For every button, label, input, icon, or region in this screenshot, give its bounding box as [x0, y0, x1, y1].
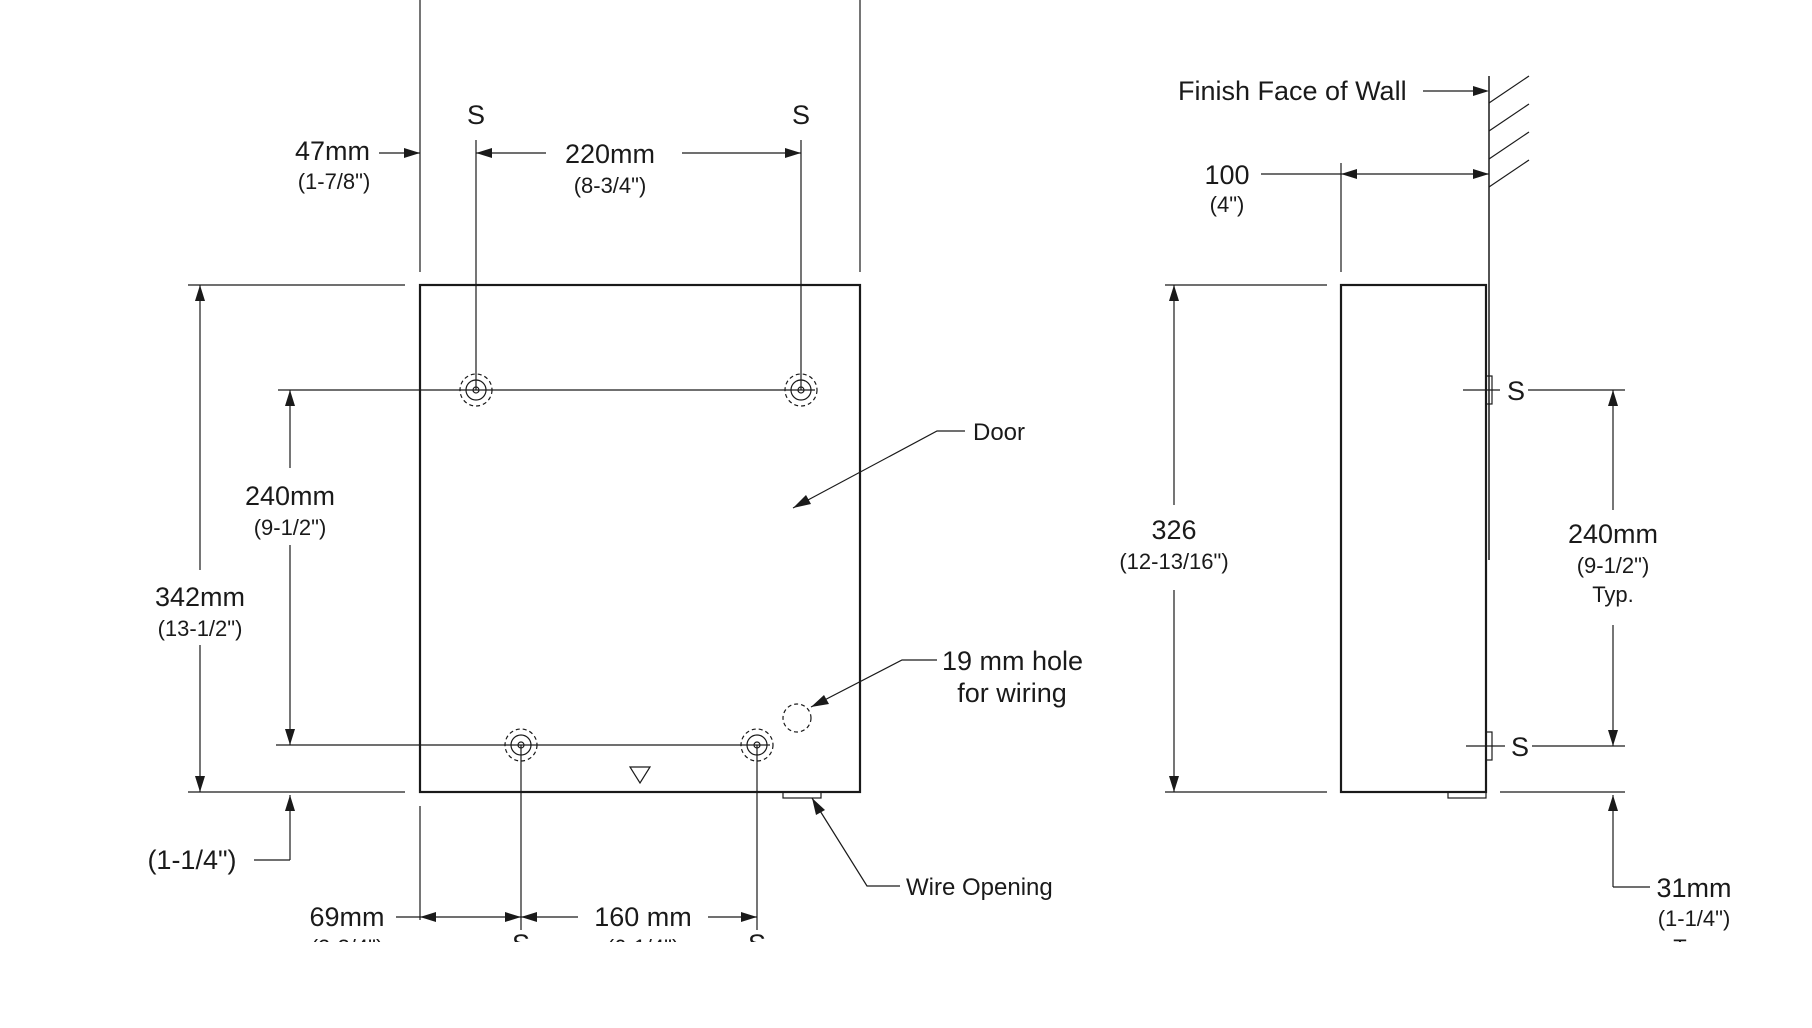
arrowhead [285, 795, 295, 811]
dim-depth-in: (4") [1210, 192, 1245, 217]
stud-label: S [1507, 376, 1525, 406]
wall-hatch [1488, 75, 1530, 188]
wall-label: Finish Face of Wall [1178, 76, 1407, 106]
arrowhead [476, 148, 492, 158]
dim-side-vertical-stud-mm: 240mm [1568, 519, 1658, 549]
arrowhead [195, 776, 205, 792]
wiring-hole-mark [782, 703, 812, 733]
front-view: 47mm (1-7/8") S S 220mm (8-3/4") 240mm (… [147, 0, 1083, 960]
dim-vertical-stud-mm: 240mm [245, 481, 335, 511]
arrowhead [1169, 285, 1179, 301]
dim-height-in: (12-13/16") [1119, 549, 1228, 574]
arrowhead [1473, 169, 1489, 179]
arrowhead [793, 495, 811, 508]
hole-label-line2: for wiring [957, 678, 1067, 708]
triangle-indicator-icon [628, 766, 652, 785]
stud-label: S [1511, 732, 1529, 762]
arrowhead [811, 695, 829, 707]
arrowhead [521, 912, 537, 922]
dim-side-bottom-offset-mm: 31mm [1656, 873, 1731, 903]
arrowhead [1608, 390, 1618, 406]
wire-opening-tab [782, 791, 822, 799]
stud-mark [784, 373, 818, 407]
stud-mark [459, 373, 493, 407]
crop-mask [0, 942, 1812, 1028]
dim-side-bottom-offset-in: (1-1/4") [1658, 906, 1731, 931]
leader-line [810, 659, 937, 708]
arrowhead [285, 729, 295, 745]
dim-top-offset-in: (1-7/8") [298, 169, 371, 194]
door-label: Door [973, 419, 1025, 446]
arrowhead [785, 148, 801, 158]
stud-mark [740, 728, 774, 762]
side-housing [1339, 283, 1488, 794]
stud-label: S [467, 100, 485, 130]
arrowhead [195, 285, 205, 301]
dim-side-vertical-stud-typ: Typ. [1592, 582, 1634, 607]
bottom-tab [1447, 791, 1487, 799]
arrowhead [1341, 169, 1357, 179]
arrowhead [1169, 776, 1179, 792]
wire-opening-label: Wire Opening [906, 874, 1053, 901]
dim-vertical-stud-in: (9-1/2") [254, 515, 327, 540]
dim-side-vertical-stud-in: (9-1/2") [1577, 553, 1650, 578]
dim-stud-spacing-top-mm: 220mm [565, 139, 655, 169]
arrowhead [505, 912, 521, 922]
dim-stud-spacing-top-in: (8-3/4") [574, 173, 647, 198]
arrowhead [1608, 730, 1618, 746]
arrowhead [812, 798, 825, 815]
hole-label-line1: 19 mm hole [942, 646, 1083, 676]
dim-top-offset-mm: 47mm [295, 136, 370, 166]
dim-stud-spacing-bottom-mm: 160 mm [594, 902, 692, 932]
leader-line [792, 430, 965, 509]
front-housing [418, 283, 862, 794]
arrowhead [1608, 795, 1618, 811]
dim-height-mm: 342mm [155, 582, 245, 612]
arrowhead [285, 390, 295, 406]
arrowhead [404, 148, 420, 158]
dim-height-in: (13-1/2") [158, 616, 243, 641]
stud-label: S [792, 100, 810, 130]
dim-height-value: 326 [1151, 515, 1196, 545]
side-view: Finish Face of Wall 100 (4") 326 (12-13/… [1119, 75, 1732, 960]
arrowhead [1473, 86, 1489, 96]
stud-mark [504, 728, 538, 762]
arrowhead [741, 912, 757, 922]
dim-depth-value: 100 [1204, 160, 1249, 190]
leader-line [811, 797, 900, 887]
arrowhead [420, 912, 436, 922]
dim-bottom-left-offset-mm: 69mm [309, 902, 384, 932]
dim-bottom-offset-in: (1-1/4") [147, 845, 236, 875]
